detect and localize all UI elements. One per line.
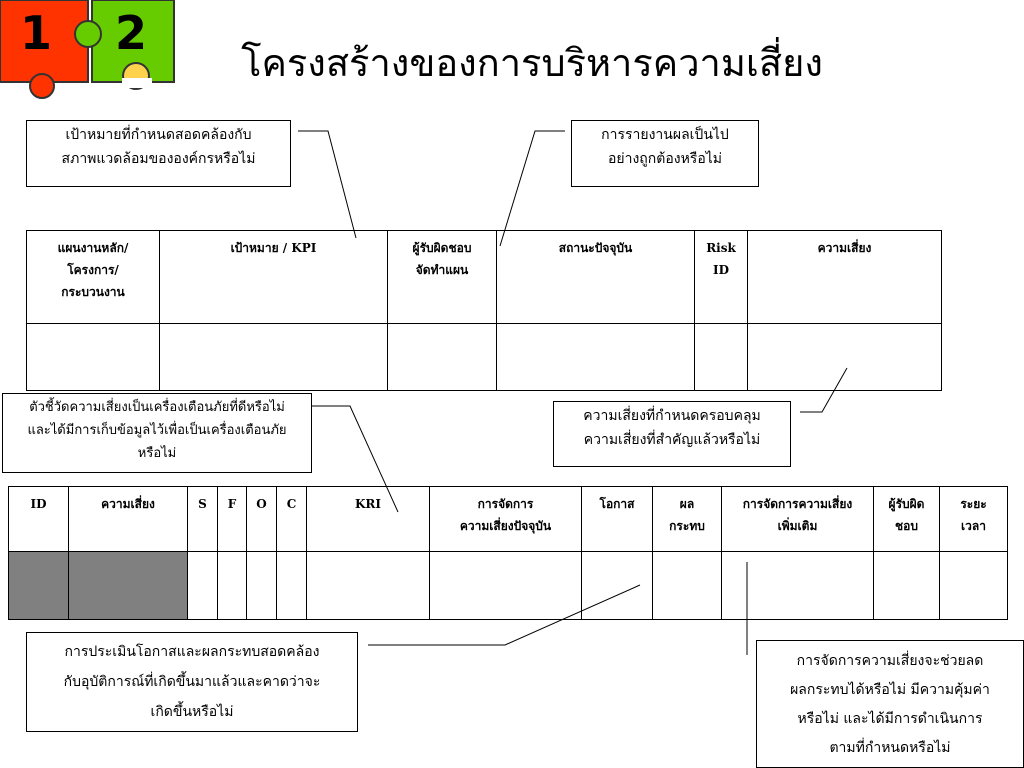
header-cell-impact: ผล กระทบ	[652, 486, 722, 552]
header-cell-plan-owner: ผู้รับผิดชอบ จัดทำแผน	[387, 230, 497, 324]
header-text: ความเสี่ยง	[817, 241, 872, 255]
callout-line: อย่างถูกต้องหรือไม่	[607, 151, 723, 167]
callout-line: การรายงานผลเป็นไป	[601, 127, 729, 143]
header-text: ความเสี่ยง	[101, 497, 155, 511]
header-text: ผู้รับผิด	[888, 497, 925, 511]
header-cell-risk: ความเสี่ยง	[68, 486, 188, 552]
callout-goal-alignment: เป้าหมายที่กำหนดสอดคล้องกับ สภาพแวดล้อมข…	[26, 120, 291, 187]
table-cell[interactable]	[873, 551, 940, 620]
header-cell-c: C	[276, 486, 307, 552]
table-row	[8, 551, 1008, 620]
table-cell[interactable]	[387, 323, 497, 391]
header-cell-owner: ผู้รับผิด ชอบ	[873, 486, 940, 552]
header-text: ผล	[679, 497, 695, 511]
header-text: ระยะ	[960, 497, 987, 511]
header-text: ชอบ	[895, 519, 918, 533]
callout-risk-management: การจัดการความเสี่ยงจะช่วยลด ผลกระทบได้หร…	[756, 640, 1024, 768]
callout-line: กับอุบัติการณ์ที่เกิดขึ้นมาแล้วและคาดว่า…	[63, 674, 321, 690]
table-cell[interactable]	[217, 551, 247, 620]
header-text: C	[286, 497, 297, 511]
header-cell-risk-id: Risk ID	[694, 230, 748, 324]
table-cell[interactable]	[939, 551, 1008, 620]
callout-risk-indicator: ตัวชี้วัดความเสี่ยงเป็นเครื่องเตือนภัยที…	[2, 393, 312, 473]
callout-line: การประเมินโอกาสและผลกระทบสอดคล้อง	[64, 644, 320, 660]
plan-table: แผนงานหลัก/ โครงการ/ กระบวนงาน เป้าหมาย …	[26, 230, 942, 391]
header-text: กระทบ	[669, 519, 705, 533]
callout-line: หรือไม่	[137, 446, 177, 461]
header-cell-kri: KRI	[306, 486, 430, 552]
table-cell[interactable]	[747, 323, 942, 391]
table-cell-shaded	[68, 551, 188, 620]
header-text: เวลา	[961, 519, 986, 533]
header-text: เป้าหมาย / KPI	[230, 241, 317, 255]
header-text: ความเสี่ยงปัจจุบัน	[459, 519, 552, 533]
puzzle-piece-2-label: 2	[115, 6, 148, 60]
table-cell[interactable]	[159, 323, 388, 391]
header-cell-s: S	[187, 486, 218, 552]
header-cell-current-status: สถานะปัจจุบัน	[496, 230, 695, 324]
callout-line: สภาพแวดล้อมขององค์กรหรือไม่	[61, 151, 256, 167]
table-cell[interactable]	[652, 551, 722, 620]
header-cell-likelihood: โอกาส	[581, 486, 653, 552]
table-cell-shaded	[8, 551, 69, 620]
puzzle-piece-1-label: 1	[20, 6, 53, 60]
header-cell-risk: ความเสี่ยง	[747, 230, 942, 324]
callout-risk-coverage: ความเสี่ยงที่กำหนดครอบคลุม ความเสี่ยงที่…	[553, 401, 791, 467]
callout-likelihood-assessment: การประเมินโอกาสและผลกระทบสอดคล้อง กับอุบ…	[26, 632, 358, 732]
header-cell-id: ID	[8, 486, 69, 552]
header-text: โครงการ/	[67, 263, 119, 277]
table-cell[interactable]	[496, 323, 695, 391]
callout-report-accuracy: การรายงานผลเป็นไป อย่างถูกต้องหรือไม่	[571, 120, 759, 187]
header-cell-duration: ระยะ เวลา	[939, 486, 1008, 552]
header-text: ID	[712, 263, 730, 277]
callout-line: ตามที่กำหนดหรือไม่	[829, 740, 951, 756]
table-cell[interactable]	[581, 551, 653, 620]
header-text: กระบวนงาน	[61, 285, 125, 299]
header-cell-additional-management: การจัดการความเสี่ยง เพิ่มเติม	[721, 486, 874, 552]
header-cell-o: O	[246, 486, 277, 552]
header-text: F	[227, 497, 237, 511]
header-text: แผนงานหลัก/	[57, 241, 129, 255]
header-text: สถานะปัจจุบัน	[558, 241, 633, 255]
header-text: การจัดการความเสี่ยง	[742, 497, 853, 511]
table-cell[interactable]	[246, 551, 277, 620]
risk-register-table: ID ความเสี่ยง S F O C KRI การจัดการ ความ…	[8, 486, 1008, 620]
callout-line: ผลกระทบได้หรือไม่ มีความคุ้มค่า	[790, 682, 990, 698]
header-text: โอกาส	[599, 497, 635, 511]
header-cell-main-plan: แผนงานหลัก/ โครงการ/ กระบวนงาน	[26, 230, 160, 324]
table-cell[interactable]	[429, 551, 582, 620]
header-cell-f: F	[217, 486, 247, 552]
callout-line: การจัดการความเสี่ยงจะช่วยลด	[796, 653, 984, 669]
table-cell[interactable]	[306, 551, 430, 620]
header-text: KRI	[354, 497, 381, 511]
header-text: Risk	[706, 241, 736, 255]
callout-line: ความเสี่ยงที่สำคัญแล้วหรือไม่	[583, 432, 761, 448]
callout-line: เป้าหมายที่กำหนดสอดคล้องกับ	[65, 127, 252, 143]
callout-line: และได้มีการเก็บข้อมูลไว้เพื่อเป็นเครื่อง…	[27, 423, 287, 438]
callout-line: เกิดขึ้นหรือไม่	[150, 704, 234, 720]
header-text: เพิ่มเติม	[777, 519, 818, 533]
callout-line: หรือไม่ และได้มีการดำเนินการ	[797, 711, 983, 727]
header-text: การจัดการ	[477, 497, 534, 511]
header-cell-kpi: เป้าหมาย / KPI	[159, 230, 388, 324]
table-cell[interactable]	[694, 323, 748, 391]
page-title: โครงสร้างของการบริหารความเสี่ยง	[241, 41, 823, 85]
table-header-row: ID ความเสี่ยง S F O C KRI การจัดการ ความ…	[8, 486, 1008, 552]
puzzle-logo: 1 2	[0, 0, 180, 100]
header-text: ผู้รับผิดชอบ	[412, 241, 472, 255]
callout-line: ความเสี่ยงที่กำหนดครอบคลุม	[583, 408, 761, 424]
header-text: จัดทำแผน	[415, 263, 469, 277]
header-cell-current-management: การจัดการ ความเสี่ยงปัจจุบัน	[429, 486, 582, 552]
table-header-row: แผนงานหลัก/ โครงการ/ กระบวนงาน เป้าหมาย …	[26, 230, 942, 324]
header-text: ID	[30, 497, 47, 511]
callout-line: ตัวชี้วัดความเสี่ยงเป็นเครื่องเตือนภัยที…	[29, 400, 285, 415]
header-text: S	[198, 497, 207, 511]
puzzle-logo-icon	[0, 0, 175, 99]
table-row	[26, 323, 942, 391]
header-text: O	[256, 497, 267, 511]
table-cell[interactable]	[26, 323, 160, 391]
table-cell[interactable]	[721, 551, 874, 620]
table-cell[interactable]	[276, 551, 307, 620]
table-cell[interactable]	[187, 551, 218, 620]
